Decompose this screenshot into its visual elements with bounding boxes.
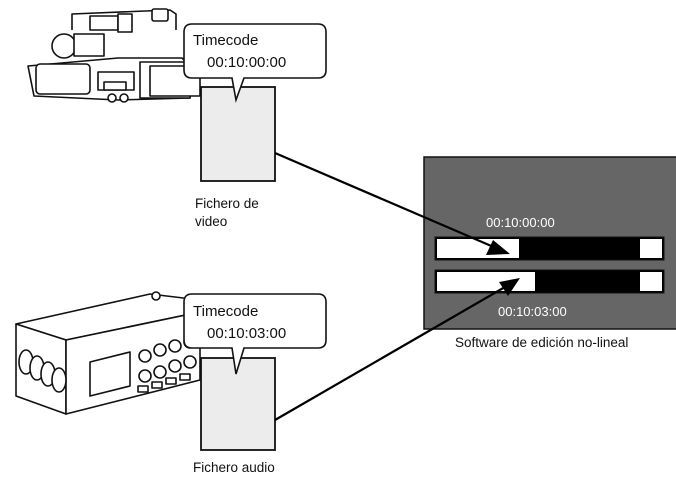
video-camera-icon [27, 8, 201, 103]
audio-recorder-icon [15, 291, 201, 415]
editor-clip-audio-start [437, 272, 535, 291]
video-caption-line2: video [195, 214, 227, 229]
editor-clip-video-start [437, 239, 519, 258]
editor-top-timecode: 00:10:00:00 [486, 215, 555, 230]
audio-bubble-time: 00:10:03:00 [207, 325, 286, 342]
video-file-icon [200, 86, 276, 182]
video-to-editor-arrow [274, 151, 497, 250]
audio-arrowhead-icon [499, 278, 520, 296]
audio-caption: Fichero audio [193, 460, 275, 475]
video-bubble-time: 00:10:00:00 [207, 54, 286, 71]
video-arrowhead-icon [486, 240, 510, 255]
editor-clip-video-end [640, 239, 662, 258]
audio-bubble-title: Timecode [193, 303, 258, 320]
editor-caption: Software de edición no-lineal [455, 335, 628, 350]
video-caption-line1: Fichero de [195, 196, 259, 211]
video-bubble-title: Timecode [193, 32, 258, 49]
audio-to-editor-arrow [274, 286, 506, 421]
editor-bottom-timecode: 00:10:03:00 [498, 304, 567, 319]
audio-timecode-bubble [183, 293, 327, 375]
video-timecode-bubble [183, 23, 327, 104]
audio-file-icon [200, 357, 276, 451]
editor-clip-audio-end [640, 272, 662, 291]
